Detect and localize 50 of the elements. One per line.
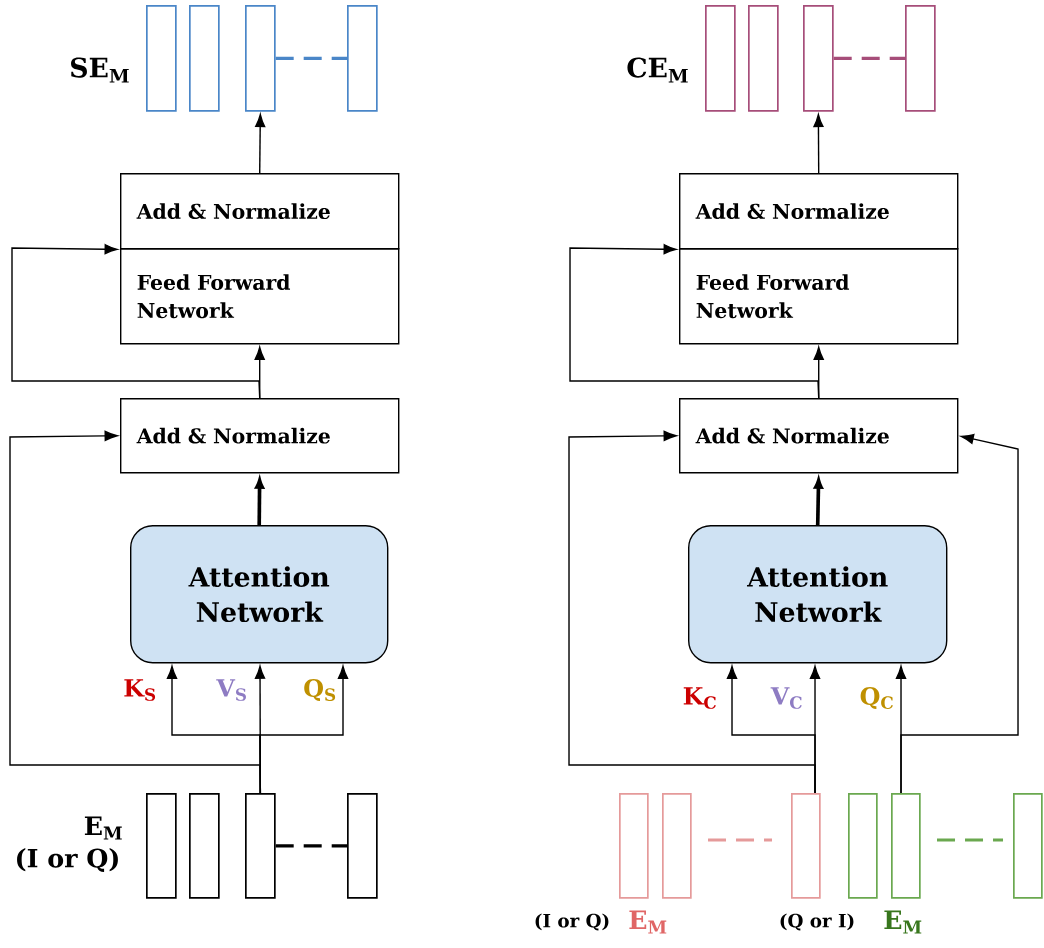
label: E$_{M}$ xyxy=(629,910,667,934)
process-box: Add & Normalize xyxy=(679,398,959,474)
vector-bar xyxy=(891,793,921,899)
process-box: Feed Forward Network xyxy=(679,248,959,345)
vector-bar xyxy=(803,5,834,112)
label: (I or Q) xyxy=(17,848,118,872)
vector-bar xyxy=(245,5,276,112)
label: (I or Q) xyxy=(535,913,609,931)
dashed-line xyxy=(833,56,905,60)
arrow xyxy=(900,433,1019,794)
vector-bar xyxy=(748,5,779,112)
label: E$_{M}$ xyxy=(84,816,122,840)
arrow xyxy=(9,430,262,794)
edge-label: K$_{C}$ xyxy=(683,687,716,709)
process-box: Add & Normalize xyxy=(120,173,400,250)
arrow xyxy=(11,244,261,399)
vector-bar xyxy=(347,793,378,899)
vector-bar xyxy=(189,5,220,112)
edge-label: Q$_{C}$ xyxy=(860,686,893,709)
arrow xyxy=(568,430,816,794)
process-box: Add & Normalize xyxy=(679,173,959,250)
vector-bar xyxy=(905,5,936,112)
vector-bar xyxy=(347,5,378,112)
process-box: Add & Normalize xyxy=(120,398,400,474)
edge-label: K$_{S}$ xyxy=(124,679,156,701)
attention-box: Attention Network xyxy=(688,525,948,664)
attention-box: Attention Network xyxy=(130,525,389,664)
vector-bar xyxy=(146,793,177,899)
process-box: Feed Forward Network xyxy=(120,248,400,345)
label: CE$_{M}$ xyxy=(627,57,688,83)
edge-label: Q$_{S}$ xyxy=(304,679,336,701)
edge-label: V$_{C}$ xyxy=(770,687,802,709)
vector-bar xyxy=(245,793,276,899)
edge-label: V$_{S}$ xyxy=(216,679,246,701)
dashed-line xyxy=(275,844,347,848)
label: E$_{M}$ xyxy=(884,910,922,934)
vector-bar xyxy=(662,793,692,899)
vector-bar xyxy=(146,5,177,112)
label: (Q or I) xyxy=(780,913,854,931)
arrow xyxy=(569,244,820,399)
vector-bar xyxy=(791,793,821,899)
vector-bar xyxy=(705,5,736,112)
vector-bar xyxy=(619,793,649,899)
label: SE$_{M}$ xyxy=(71,57,129,83)
arrow xyxy=(255,113,266,174)
arrow xyxy=(813,113,824,174)
vector-bar xyxy=(189,793,220,899)
vector-bar xyxy=(848,793,878,899)
vector-bar xyxy=(1013,793,1043,899)
dashed-line xyxy=(275,56,347,60)
